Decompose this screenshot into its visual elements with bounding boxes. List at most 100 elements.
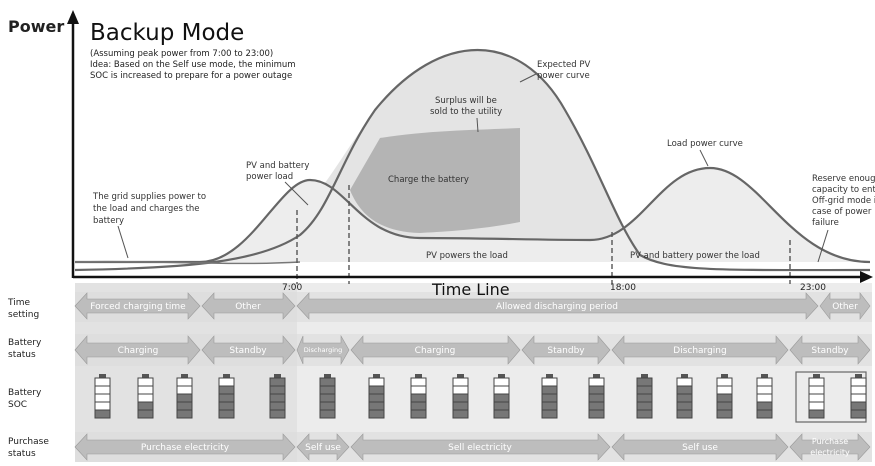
battery-icon — [137, 374, 154, 419]
pv-battery-power-load-label: power load — [246, 172, 293, 182]
expected-pv-label: Expected PV — [537, 60, 590, 70]
purchase-status-arrow — [789, 433, 871, 461]
row-label-time-setting: setting — [8, 310, 39, 320]
reserve-label: failure — [812, 218, 839, 228]
battery-status-label: Standby — [811, 346, 849, 356]
time-setting-label: Forced charging time — [90, 302, 186, 312]
row-label-battery-status: Battery — [8, 338, 42, 348]
leader-line — [117, 225, 129, 259]
battery-status-arrow — [611, 335, 789, 365]
time-setting-label: Other — [235, 302, 261, 312]
battery-icon — [368, 374, 385, 419]
battery-status-label: Discharging — [673, 346, 726, 356]
time-setting-arrow — [74, 292, 201, 320]
grid-supplies-label: the load and charges the — [93, 204, 200, 214]
load-area — [75, 168, 870, 262]
purchase-status-label: Purchase electricity — [141, 443, 230, 453]
battery-status-arrow — [789, 335, 871, 365]
battery-icon — [176, 374, 193, 419]
row-label-battery-soc: Battery — [8, 388, 42, 398]
purchase-status-label: Self use — [682, 443, 718, 453]
purchase-status-label: Purchase — [812, 437, 848, 446]
purchase-status-arrow — [611, 433, 789, 461]
battery-icon — [452, 374, 469, 419]
battery-icon — [676, 374, 693, 419]
charge-battery-label: Charge the battery — [388, 175, 469, 185]
leader-line — [284, 181, 309, 206]
leader-line — [699, 149, 709, 167]
time-axis-arrow-icon — [860, 271, 873, 283]
battery-status-arrow — [74, 335, 201, 365]
battery-icon — [319, 374, 336, 419]
purchase-status-label: Self use — [305, 443, 341, 453]
time-tick-label: 23:00 — [800, 283, 826, 293]
surplus-label: Surplus will be — [435, 96, 497, 106]
battery-icon — [756, 374, 773, 419]
battery-icon — [94, 374, 111, 419]
battery-icon — [218, 374, 235, 419]
reserve-label: Off-grid mode in — [812, 196, 875, 206]
power-axis-label: Power — [8, 17, 64, 36]
load-curve-label: Load power curve — [667, 139, 743, 149]
battery-icon — [850, 374, 867, 419]
battery-icon — [808, 374, 825, 419]
purchase-status-label: electricity — [810, 448, 850, 457]
time-setting-label: Other — [832, 302, 858, 312]
battery-icon — [541, 374, 558, 419]
battery-status-label: Charging — [118, 346, 159, 356]
battery-icon — [493, 374, 510, 419]
base-load-line — [74, 260, 301, 265]
battery-status-label: Standby — [229, 346, 267, 356]
time-setting-arrow — [201, 292, 296, 320]
load-power-curve — [75, 166, 871, 264]
battery-icon — [588, 374, 605, 419]
row-label-battery-soc: SOC — [8, 400, 27, 410]
surplus-label: sold to the utility — [430, 107, 502, 117]
reserve-label: Reserve enough — [812, 174, 875, 184]
battery-status-arrow — [521, 335, 611, 365]
battery-status-label: Standby — [547, 346, 585, 356]
purchase-status-arrow — [74, 433, 296, 461]
purchase-status-label: Sell electricity — [448, 443, 512, 453]
battery-status-label: Charging — [415, 346, 456, 356]
row-label-purchase-status: Purchase — [8, 437, 49, 447]
pv-powers-load-label: PV powers the load — [426, 251, 508, 261]
battery-icon — [269, 374, 286, 419]
battery-icon — [410, 374, 427, 419]
time-tick-label: 18:00 — [610, 283, 636, 293]
time-setting-label: Allowed discharging period — [496, 302, 618, 312]
time-setting-arrow — [819, 292, 871, 320]
purchase-status-arrow — [350, 433, 611, 461]
idea-note: (Assuming peak power from 7:00 to 23:00)… — [90, 49, 296, 81]
grid-supplies-label: battery — [93, 216, 124, 226]
time-tick-label: 7:00 — [282, 283, 302, 293]
pv-battery-power-load-label: PV and battery — [246, 161, 309, 171]
expected-pv-label: power curve — [537, 71, 590, 81]
pv-battery-power-the-load-label: PV and battery power the load — [630, 251, 760, 261]
row-label-battery-status: status — [8, 350, 36, 360]
purchase-status-arrow — [296, 433, 350, 461]
battery-status-arrow — [350, 335, 521, 365]
battery-status-arrow — [296, 334, 350, 366]
note-line: SOC is increased to prepare for a power … — [90, 71, 292, 81]
leader-line — [817, 229, 829, 263]
charge-battery-area — [350, 128, 520, 233]
battery-status-label: Discharging — [304, 346, 343, 354]
note-line: (Assuming peak power from 7:00 to 23:00) — [90, 49, 273, 59]
battery-icon — [716, 374, 733, 419]
grid-supplies-label: The grid supplies power to — [92, 192, 206, 202]
battery-icon — [636, 374, 653, 419]
time-axis-label: Time Line — [431, 280, 510, 299]
row-label-time-setting: Time — [7, 298, 30, 308]
page-title: Backup Mode — [90, 20, 244, 46]
pv-power-curve — [74, 49, 871, 272]
row-label-purchase-status: status — [8, 449, 36, 459]
leader-line — [476, 117, 479, 133]
time-setting-arrow — [296, 292, 819, 320]
leader-line — [519, 73, 537, 83]
reserve-label: case of power — [812, 207, 872, 217]
note-line: Idea: Based on the Self use mode, the mi… — [90, 60, 296, 70]
battery-soc-row — [94, 374, 867, 419]
power-chart: Power Backup Mode (Assuming peak power f… — [8, 10, 875, 299]
